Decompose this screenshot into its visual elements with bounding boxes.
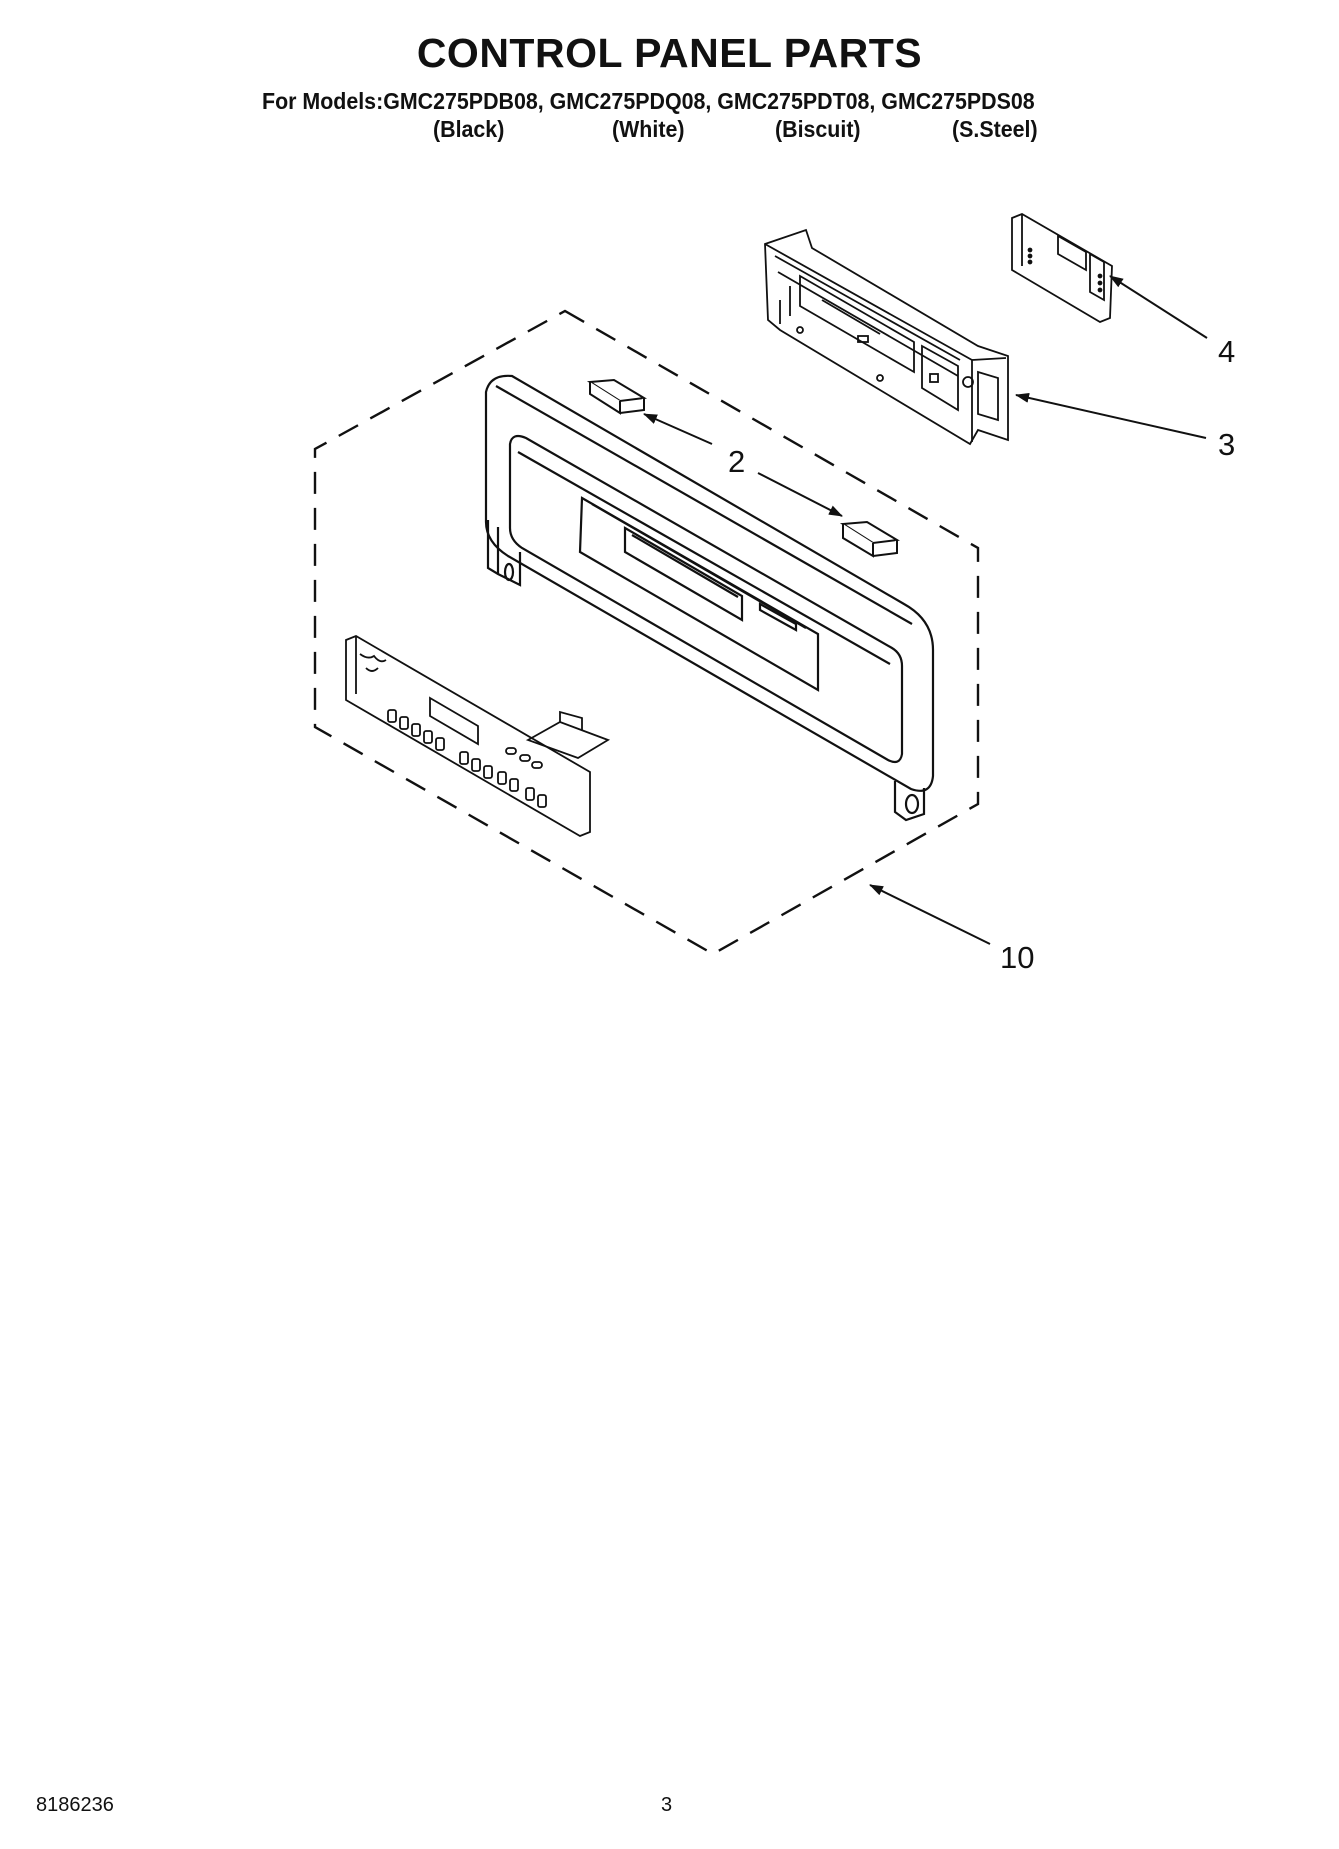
- variant-steel: (S.Steel): [952, 116, 1038, 142]
- spacer-left: [586, 378, 647, 415]
- leader-lines: [643, 275, 1208, 945]
- callout-10: 10: [1000, 940, 1034, 975]
- document-number: 8186236: [36, 1794, 114, 1816]
- callout-2: 2: [728, 444, 745, 479]
- display-circuit-board: [1011, 213, 1113, 324]
- callout-3: 3: [1218, 427, 1235, 462]
- assembly-dashed-outline: [313, 309, 980, 956]
- control-board-housing: [764, 228, 1009, 446]
- spacer-right: [839, 520, 900, 558]
- variant-biscuit: (Biscuit): [775, 116, 861, 142]
- variant-black: (Black): [433, 116, 505, 142]
- control-panel-frame: [484, 374, 935, 822]
- variant-white: (White): [612, 116, 685, 142]
- callout-4: 4: [1218, 334, 1235, 369]
- keypad-overlay: [345, 635, 611, 837]
- models-line: For Models:GMC275PDB08, GMC275PDQ08, GMC…: [262, 88, 1035, 114]
- page-title: CONTROL PANEL PARTS: [416, 30, 923, 76]
- page-number: 3: [661, 1794, 673, 1816]
